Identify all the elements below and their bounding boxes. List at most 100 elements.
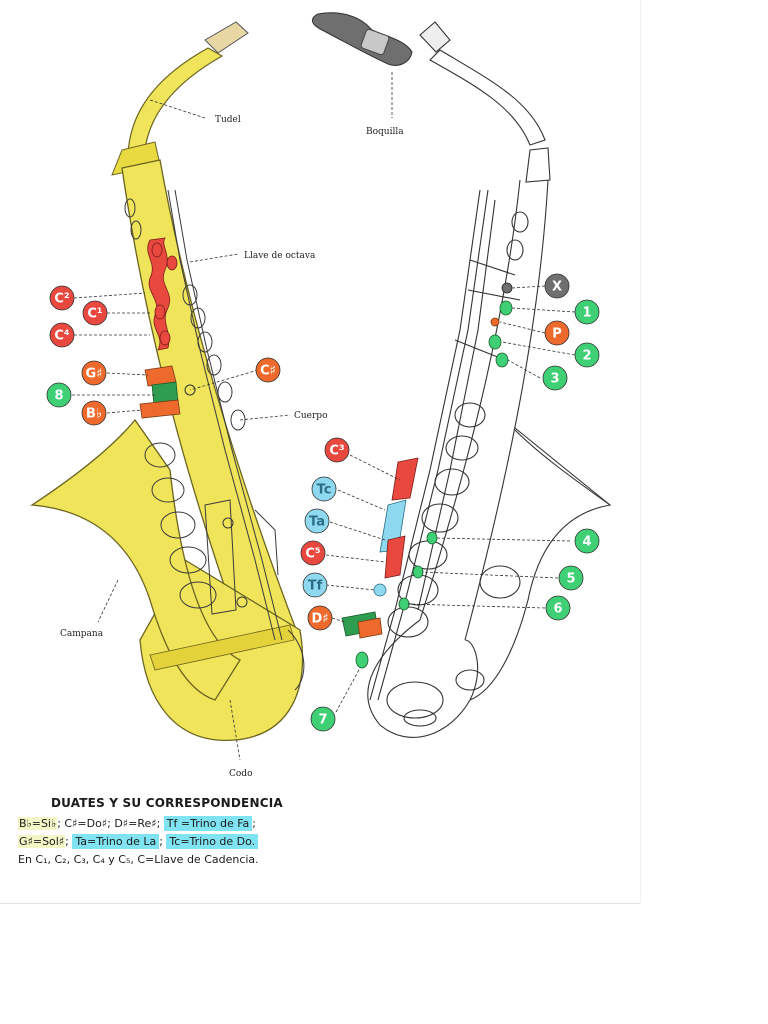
legend-line-2: G♯=Sol♯; Ta=Trino de La; Tc=Trino de Do.	[18, 834, 418, 849]
key-badge-label: 2	[582, 349, 591, 364]
key-badge-circle	[49, 285, 75, 311]
right-key-6: 6	[545, 595, 571, 621]
key-badge-label: 8	[54, 389, 63, 404]
b-flat-key	[139, 399, 181, 419]
key-badge-label: Tf	[308, 579, 323, 594]
right-key-7: 7	[310, 706, 336, 732]
key-badge-label: C⁴	[54, 329, 70, 344]
left-key-c1: C¹	[82, 300, 108, 326]
key-badge-circle	[574, 342, 600, 368]
legend-tf: Tf =Trino de Fa	[163, 816, 253, 831]
key-badge-circle	[558, 565, 584, 591]
key-badge-circle	[300, 540, 326, 566]
legend: DUATES Y SU CORRESPONDENCIA B♭=Si♭; C♯=D…	[18, 796, 418, 871]
bell	[30, 418, 241, 701]
right-key-3: 3	[542, 365, 568, 391]
key-badge-label: 1	[582, 306, 591, 321]
right-key-tf: Tf	[302, 572, 328, 598]
key-badge-label: G♯	[86, 367, 103, 382]
right-key-1: 1	[574, 299, 600, 325]
key-badge-label: 4	[582, 535, 591, 550]
label-cuerpo: Cuerpo	[294, 411, 328, 421]
key-badge-label: 5	[566, 572, 575, 587]
legend-gs: G♯=Sol♯	[18, 835, 66, 848]
key-badge-circle	[574, 299, 600, 325]
legend-sep-1: ;	[252, 817, 257, 830]
key-badge-circle	[304, 508, 330, 534]
legend-line-1: B♭=Si♭; C♯=Do♯; D♯=Re♯; Tf =Trino de Fa;	[18, 816, 418, 831]
key-badge-label: Ta	[309, 515, 325, 530]
legend-tc: Tc=Trino de Do.	[166, 834, 259, 849]
legend-cs-ds: ; C♯=Do♯; D♯=Re♯;	[57, 817, 164, 830]
key-badge-label: Tc	[317, 483, 332, 498]
key-badge-circle	[49, 322, 75, 348]
key-badge-circle	[542, 365, 568, 391]
key-badge-circle	[545, 595, 571, 621]
key-badge-circle	[255, 357, 281, 383]
left-key-8: 8	[46, 382, 72, 408]
mouthpiece	[312, 12, 413, 66]
neck-cork-right	[419, 21, 451, 53]
label-llave-octava: Llave de octava	[244, 251, 316, 261]
left-saxophone	[30, 21, 305, 741]
key-badge-label: P	[552, 327, 562, 342]
key-badge-label: C⁵	[305, 547, 320, 562]
legend-title: DUATES Y SU CORRESPONDENCIA	[51, 796, 283, 810]
leader-lines	[72, 72, 576, 761]
key-badge-circle	[81, 400, 107, 426]
key-badge-circle	[310, 706, 336, 732]
left-key-bb: B♭	[81, 400, 107, 426]
left-key-c4: C⁴	[49, 322, 75, 348]
left-cadence-keys	[147, 237, 178, 351]
legend-sep-2: ;	[65, 835, 73, 848]
key-badge-circle	[307, 605, 333, 631]
key-badge-label: 3	[550, 372, 559, 387]
key-badge-circle	[544, 273, 570, 299]
left-keywork	[124, 189, 305, 691]
key-badge-label: C³	[329, 444, 344, 459]
neck-cork	[204, 21, 249, 54]
key-badge-label: B♭	[86, 407, 102, 422]
key-badge-label: D♯	[311, 612, 328, 627]
left-key-c2: C²	[49, 285, 75, 311]
left-key-cs: C♯	[255, 357, 281, 383]
key-badge-circle	[574, 528, 600, 554]
legend-sep-3: ;	[159, 835, 167, 848]
legend-line-3: En C₁, C₂, C₃, C₄ y C₅, C=Llave de Caden…	[18, 853, 259, 866]
right-key-4: 4	[574, 528, 600, 554]
right-key-ds: D♯	[307, 605, 333, 631]
legend-bb: B♭=Si♭	[18, 817, 58, 830]
key-badge-label: X	[552, 280, 562, 295]
label-codo: Codo	[229, 769, 252, 779]
label-campana: Campana	[60, 629, 104, 639]
right-key-ta: Ta	[304, 508, 330, 534]
key-badge-label: 7	[318, 713, 327, 728]
sheet-edge-bottom	[0, 903, 640, 904]
right-key-x: X	[544, 273, 570, 299]
right-key-2: 2	[574, 342, 600, 368]
right-colored-keys	[341, 282, 513, 669]
right-key-p: P	[544, 320, 570, 346]
neck-tube	[127, 47, 224, 156]
key-badge-label: 6	[553, 602, 562, 617]
key-badge-circle	[46, 382, 72, 408]
key-badge-label: C♯	[260, 364, 276, 379]
key-badge-label: C¹	[87, 307, 102, 322]
key-badge-label: C²	[54, 292, 69, 307]
left-key-badges: C² C¹ C⁴ G♯ 8B♭ C♯	[46, 285, 281, 426]
sheet-edge-right	[640, 0, 641, 903]
right-key-5: 5	[558, 565, 584, 591]
c-sharp-pad	[184, 384, 196, 396]
right-key-c5: C⁵	[300, 540, 326, 566]
left-key-gs: G♯	[81, 360, 107, 386]
key-badge-circle	[324, 437, 350, 463]
label-boquilla: Boquilla	[366, 127, 404, 137]
bell-brace	[149, 624, 295, 671]
key-badge-circle	[544, 320, 570, 346]
key-badge-circle	[81, 360, 107, 386]
right-saxophone	[367, 21, 612, 738]
right-key-c3: C³	[324, 437, 350, 463]
